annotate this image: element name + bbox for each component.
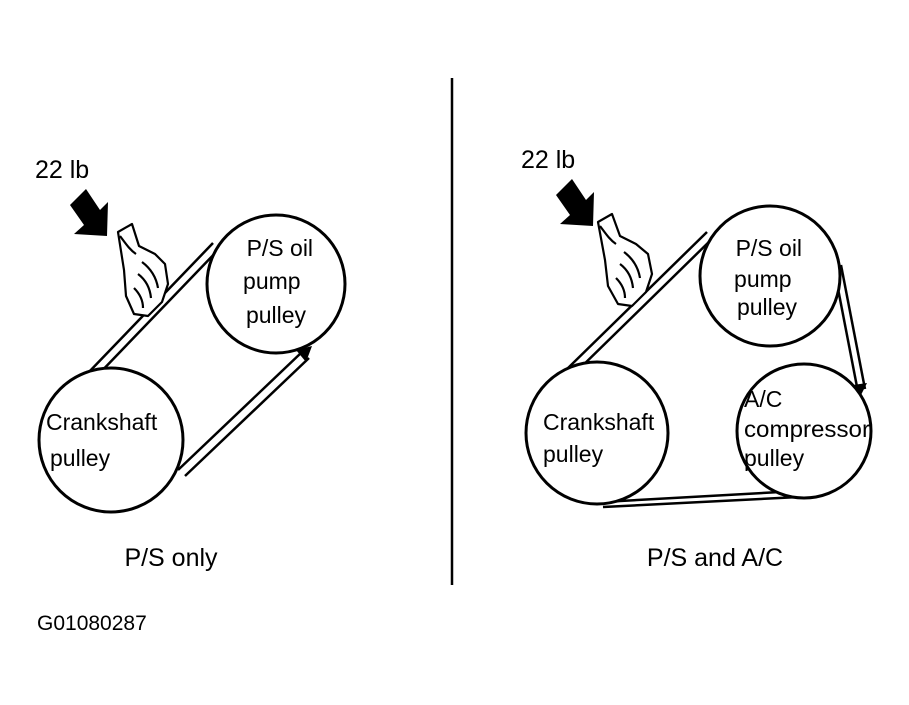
left-crankshaft-label-line: Crankshaft [46,409,158,435]
right-panel: 22 lb P/S oil pump pulley Crankshaft pul… [521,146,876,572]
right-drive-belt [565,231,867,509]
right-ac-label-line: A/C [744,386,782,412]
left-hand-icon [116,222,170,318]
left-ps-pump-pulley [205,213,347,355]
left-ps-pump-label-line: pump [243,268,301,294]
left-crankshaft-pulley [37,366,185,514]
right-crankshaft-label-line: Crankshaft [543,409,655,435]
left-ps-pump-label-line: pulley [246,302,307,328]
right-ac-label-line: compressor [744,416,870,442]
right-ps-pump-pulley-label: P/S oil pump pulley [734,235,808,320]
left-force-label: 22 lb [35,156,89,184]
left-ps-pump-pulley-label: P/S oil pump pulley [243,235,319,328]
left-ps-pump-label-line: P/S oil [247,235,313,261]
right-ps-pump-label-line: pulley [737,294,798,320]
right-panel-caption: P/S and A/C [647,544,783,572]
figure-id: G01080287 [37,612,147,635]
left-crankshaft-pulley-label: Crankshaft pulley [46,409,164,471]
left-panel: 22 lb P/S oil pump pulley Crankshaft pul… [35,156,347,572]
right-force-arrow-icon [556,179,594,226]
left-crankshaft-label-line: pulley [50,445,111,471]
right-ps-pump-pulley [698,204,842,348]
right-crankshaft-pulley [524,360,670,506]
right-ps-pump-label-line: pump [734,266,792,292]
right-ac-compressor-pulley [735,362,873,500]
right-ps-pump-label-line: P/S oil [736,235,802,261]
left-force-arrow-icon [70,189,108,236]
right-ac-label-line: pulley [744,445,805,471]
right-hand-icon [596,212,654,308]
left-panel-caption: P/S only [124,544,218,572]
right-ac-compressor-pulley-label: A/C compressor pulley [744,386,876,471]
right-crankshaft-pulley-label: Crankshaft pulley [543,409,661,467]
right-crankshaft-label-line: pulley [543,441,604,467]
right-force-label: 22 lb [521,146,575,174]
